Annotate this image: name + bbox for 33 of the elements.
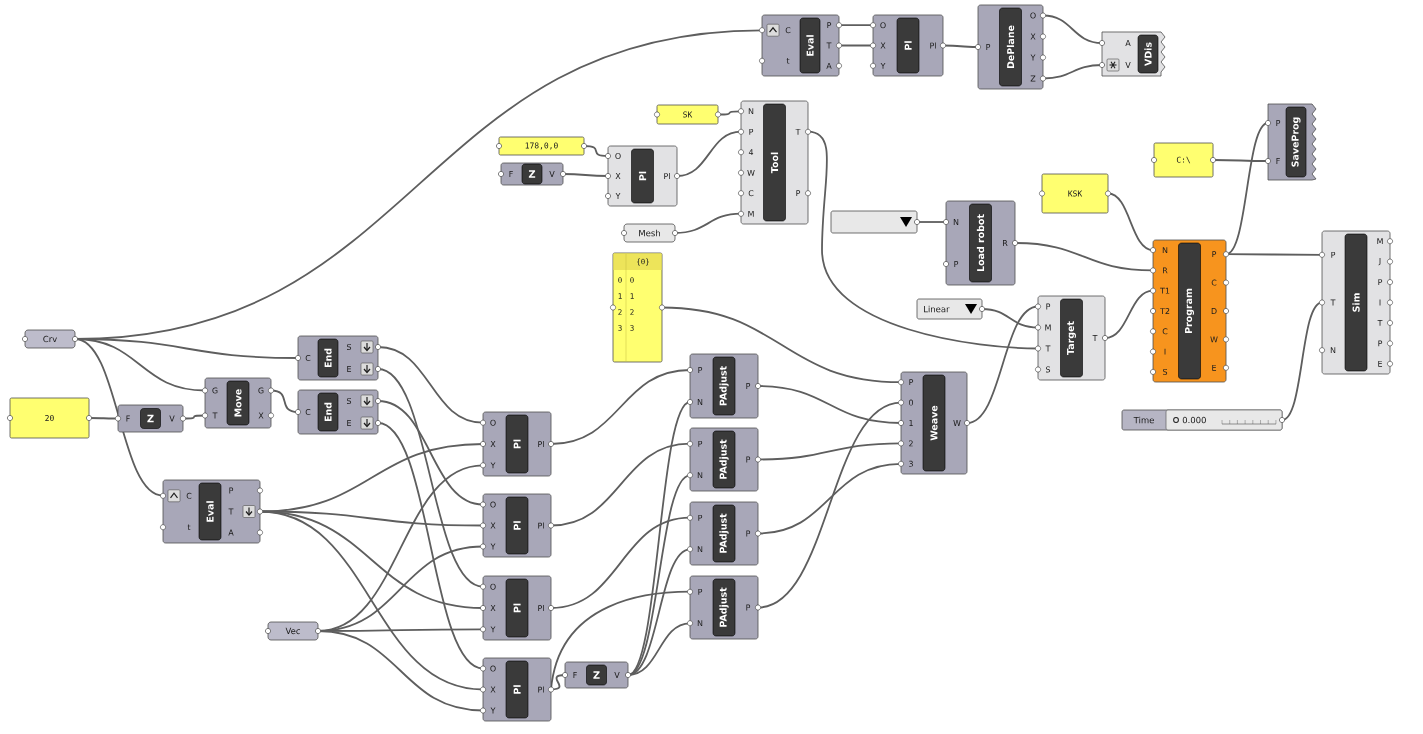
- component-title: Load robot: [976, 214, 985, 272]
- component-title: Eval: [206, 501, 214, 522]
- component-title: PAdjust: [719, 513, 729, 553]
- component-title: Pl: [904, 41, 912, 50]
- component-title: Pl: [638, 171, 647, 181]
- component-title: Pl: [513, 521, 521, 530]
- component-title: Z: [147, 414, 154, 423]
- component-title: Target: [1067, 321, 1076, 355]
- parameter-box: Mesh: [621, 223, 678, 243]
- component-title: Pl: [513, 685, 521, 694]
- component-title: Z: [528, 170, 536, 178]
- component-title: VDis: [1144, 42, 1152, 66]
- component-title: End: [324, 348, 332, 368]
- component-title: Move: [234, 389, 242, 417]
- component-title: PAdjust: [719, 587, 729, 627]
- component-title: Tool: [770, 152, 779, 174]
- component-title: PAdjust: [719, 439, 729, 479]
- component-title: End: [324, 402, 332, 422]
- component-title: Eval: [806, 35, 814, 56]
- parameter-box: Vec: [265, 621, 321, 641]
- parameter-box: Crv: [22, 329, 78, 349]
- component-title: Program: [1185, 288, 1194, 334]
- dropdown-list: [830, 210, 920, 234]
- component-title: Pl: [513, 603, 521, 613]
- component-title: Pl: [513, 439, 521, 449]
- component-title: SaveProg: [1291, 117, 1301, 167]
- component-title: DePlane: [1006, 25, 1015, 69]
- component-title: Weave: [930, 405, 938, 441]
- number-slider: Time 0.000: [1121, 409, 1285, 431]
- component-title: PAdjust: [719, 366, 729, 406]
- dropdown-list: Linear: [916, 298, 985, 320]
- component-title: Sim: [1352, 293, 1360, 312]
- component-title: Z: [593, 671, 600, 679]
